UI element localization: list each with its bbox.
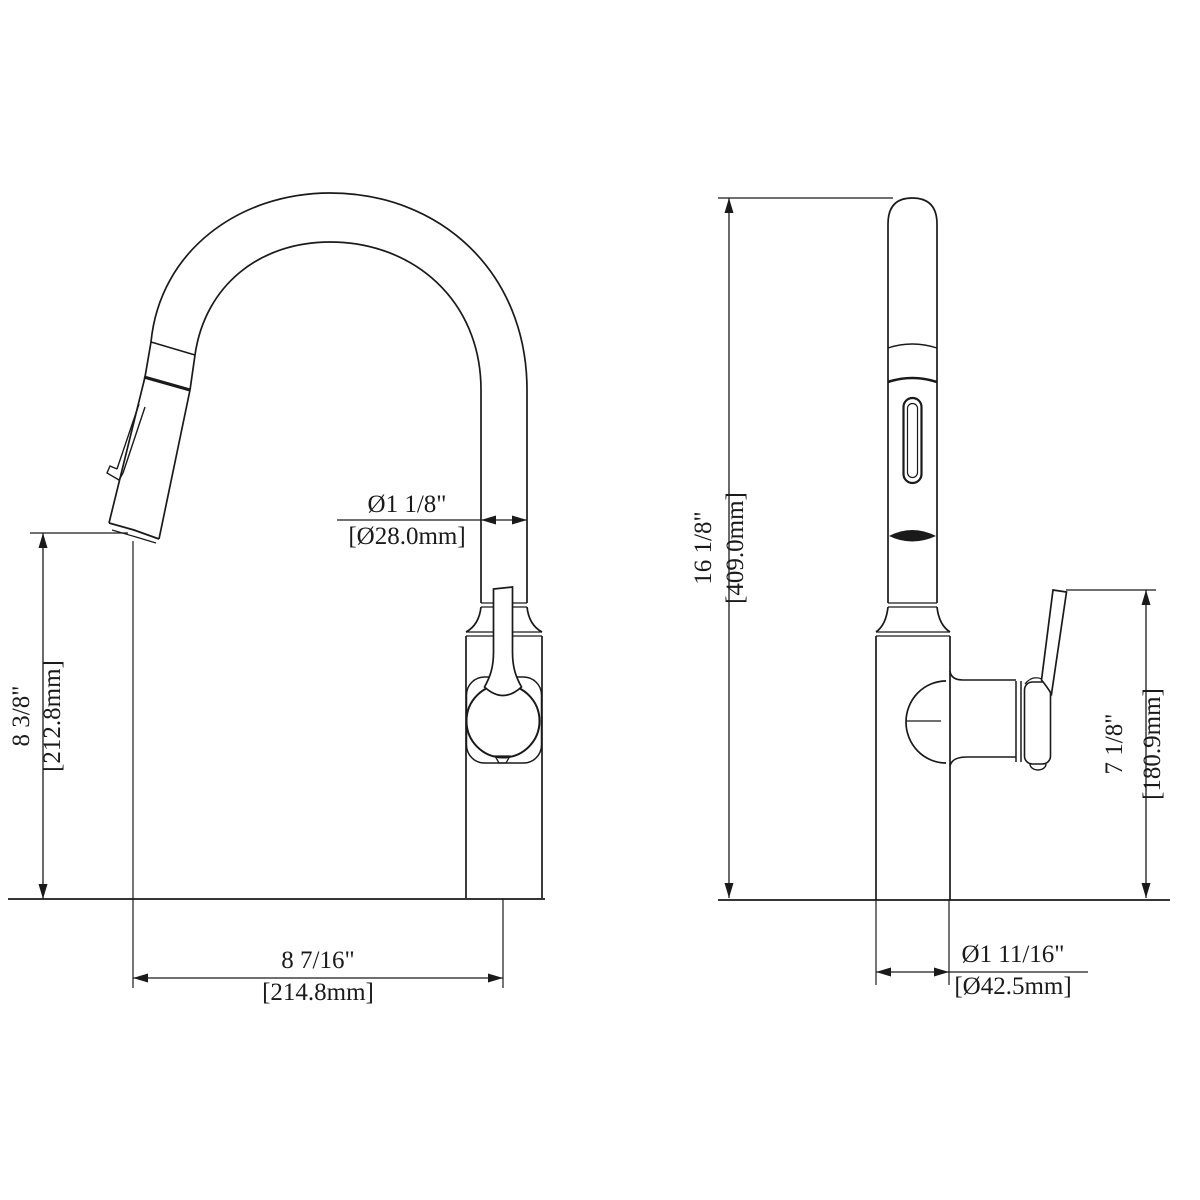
dim-arrow-left <box>133 973 148 983</box>
spray-head-outlet-inner-line <box>111 529 157 544</box>
dim-spout-reach: 8 7/16" [214.8mm] <box>132 541 504 1006</box>
dim-overall-height: 16 1/8" [409.0mm] <box>690 197 893 898</box>
dim-arrow-down <box>724 883 734 898</box>
spray-head-clip <box>116 403 146 474</box>
handle-height-inch-label: 7 1/8" <box>1101 714 1128 775</box>
body-taper <box>875 606 951 633</box>
lever-base-wedge <box>1024 677 1043 685</box>
dim-arrow-right <box>488 973 503 983</box>
handle-lever <box>1040 589 1068 697</box>
dim-arrow-left <box>876 967 891 977</box>
column-outline <box>887 197 938 603</box>
body-taper <box>465 606 543 633</box>
overall-height-mm-label: [409.0mm] <box>722 492 749 604</box>
spout-height-inch-label: 8 3/8" <box>8 686 35 747</box>
dim-arrow-down <box>38 884 48 899</box>
base-diameter-mm-label: [Ø42.5mm] <box>954 973 1071 1000</box>
dim-handle-height: 7 1/8" [180.9mm] <box>1066 589 1166 898</box>
collar-lower-curve <box>887 376 938 384</box>
ball-joint-drain-detail <box>493 755 512 764</box>
body-edges <box>875 636 951 900</box>
spray-head-left-edge <box>108 376 146 524</box>
spray-head-right-edge <box>158 389 191 540</box>
spray-head-clip-foot <box>106 465 124 481</box>
handle-height-mm-label: [180.9mm] <box>1139 688 1166 800</box>
spout-outer-arc <box>150 192 528 391</box>
body-edges <box>465 636 543 898</box>
column-joint-lines <box>888 602 937 608</box>
handle-housing-dome <box>905 680 947 764</box>
handle-hub-nub <box>1029 763 1047 771</box>
spout-diameter-inch-label: Ø1 1/8" <box>368 491 447 518</box>
dim-spout-height: 8 3/8" [212.8mm] <box>8 532 128 899</box>
spout-height-mm-label: [212.8mm] <box>39 660 66 772</box>
handle-collar-rings <box>1015 681 1022 762</box>
base-diameter-inch-label: Ø1 11/16" <box>961 941 1064 968</box>
handle-hub <box>1023 681 1052 765</box>
handle-lever-edge-on <box>483 586 523 697</box>
dim-arrow-up <box>38 533 48 548</box>
spray-toggle-slot <box>902 396 923 485</box>
sprayer-collar-left-edge <box>144 341 152 378</box>
aerator-outlet-lens <box>889 530 936 542</box>
sprayer-collar-right-edge <box>189 354 196 391</box>
dim-arrow-right <box>512 515 527 525</box>
spout-reach-mm-label: [214.8mm] <box>262 979 374 1006</box>
side-view <box>8 192 545 900</box>
dim-arrow-left <box>481 515 496 525</box>
handle-housing-cylinder <box>949 670 1016 767</box>
sprayer-collar-top-line <box>150 341 196 356</box>
spout-reach-inch-label: 8 7/16" <box>281 947 354 974</box>
spout-column-edges <box>480 390 528 603</box>
body-taper-joint-lines <box>876 631 950 637</box>
dim-arrow-right <box>934 967 949 977</box>
dim-arrow-down <box>1141 883 1151 898</box>
dim-spout-diameter: Ø1 1/8" [Ø28.0mm] <box>337 491 527 550</box>
front-view <box>718 197 1170 901</box>
dim-base-diameter: Ø1 11/16" [Ø42.5mm] <box>875 900 1088 1000</box>
dim-arrow-up <box>1141 590 1151 605</box>
spray-toggle-slot-inner <box>906 402 919 479</box>
dim-arrow-up <box>724 198 734 213</box>
spout-inner-arc <box>194 241 482 391</box>
collar-upper-curve <box>887 343 938 349</box>
spray-head-outlet-face <box>108 522 160 540</box>
overall-height-inch-label: 16 1/8" <box>690 511 717 584</box>
sprayer-collar-seam <box>143 375 191 392</box>
spout-diameter-mm-label: [Ø28.0mm] <box>348 523 465 550</box>
